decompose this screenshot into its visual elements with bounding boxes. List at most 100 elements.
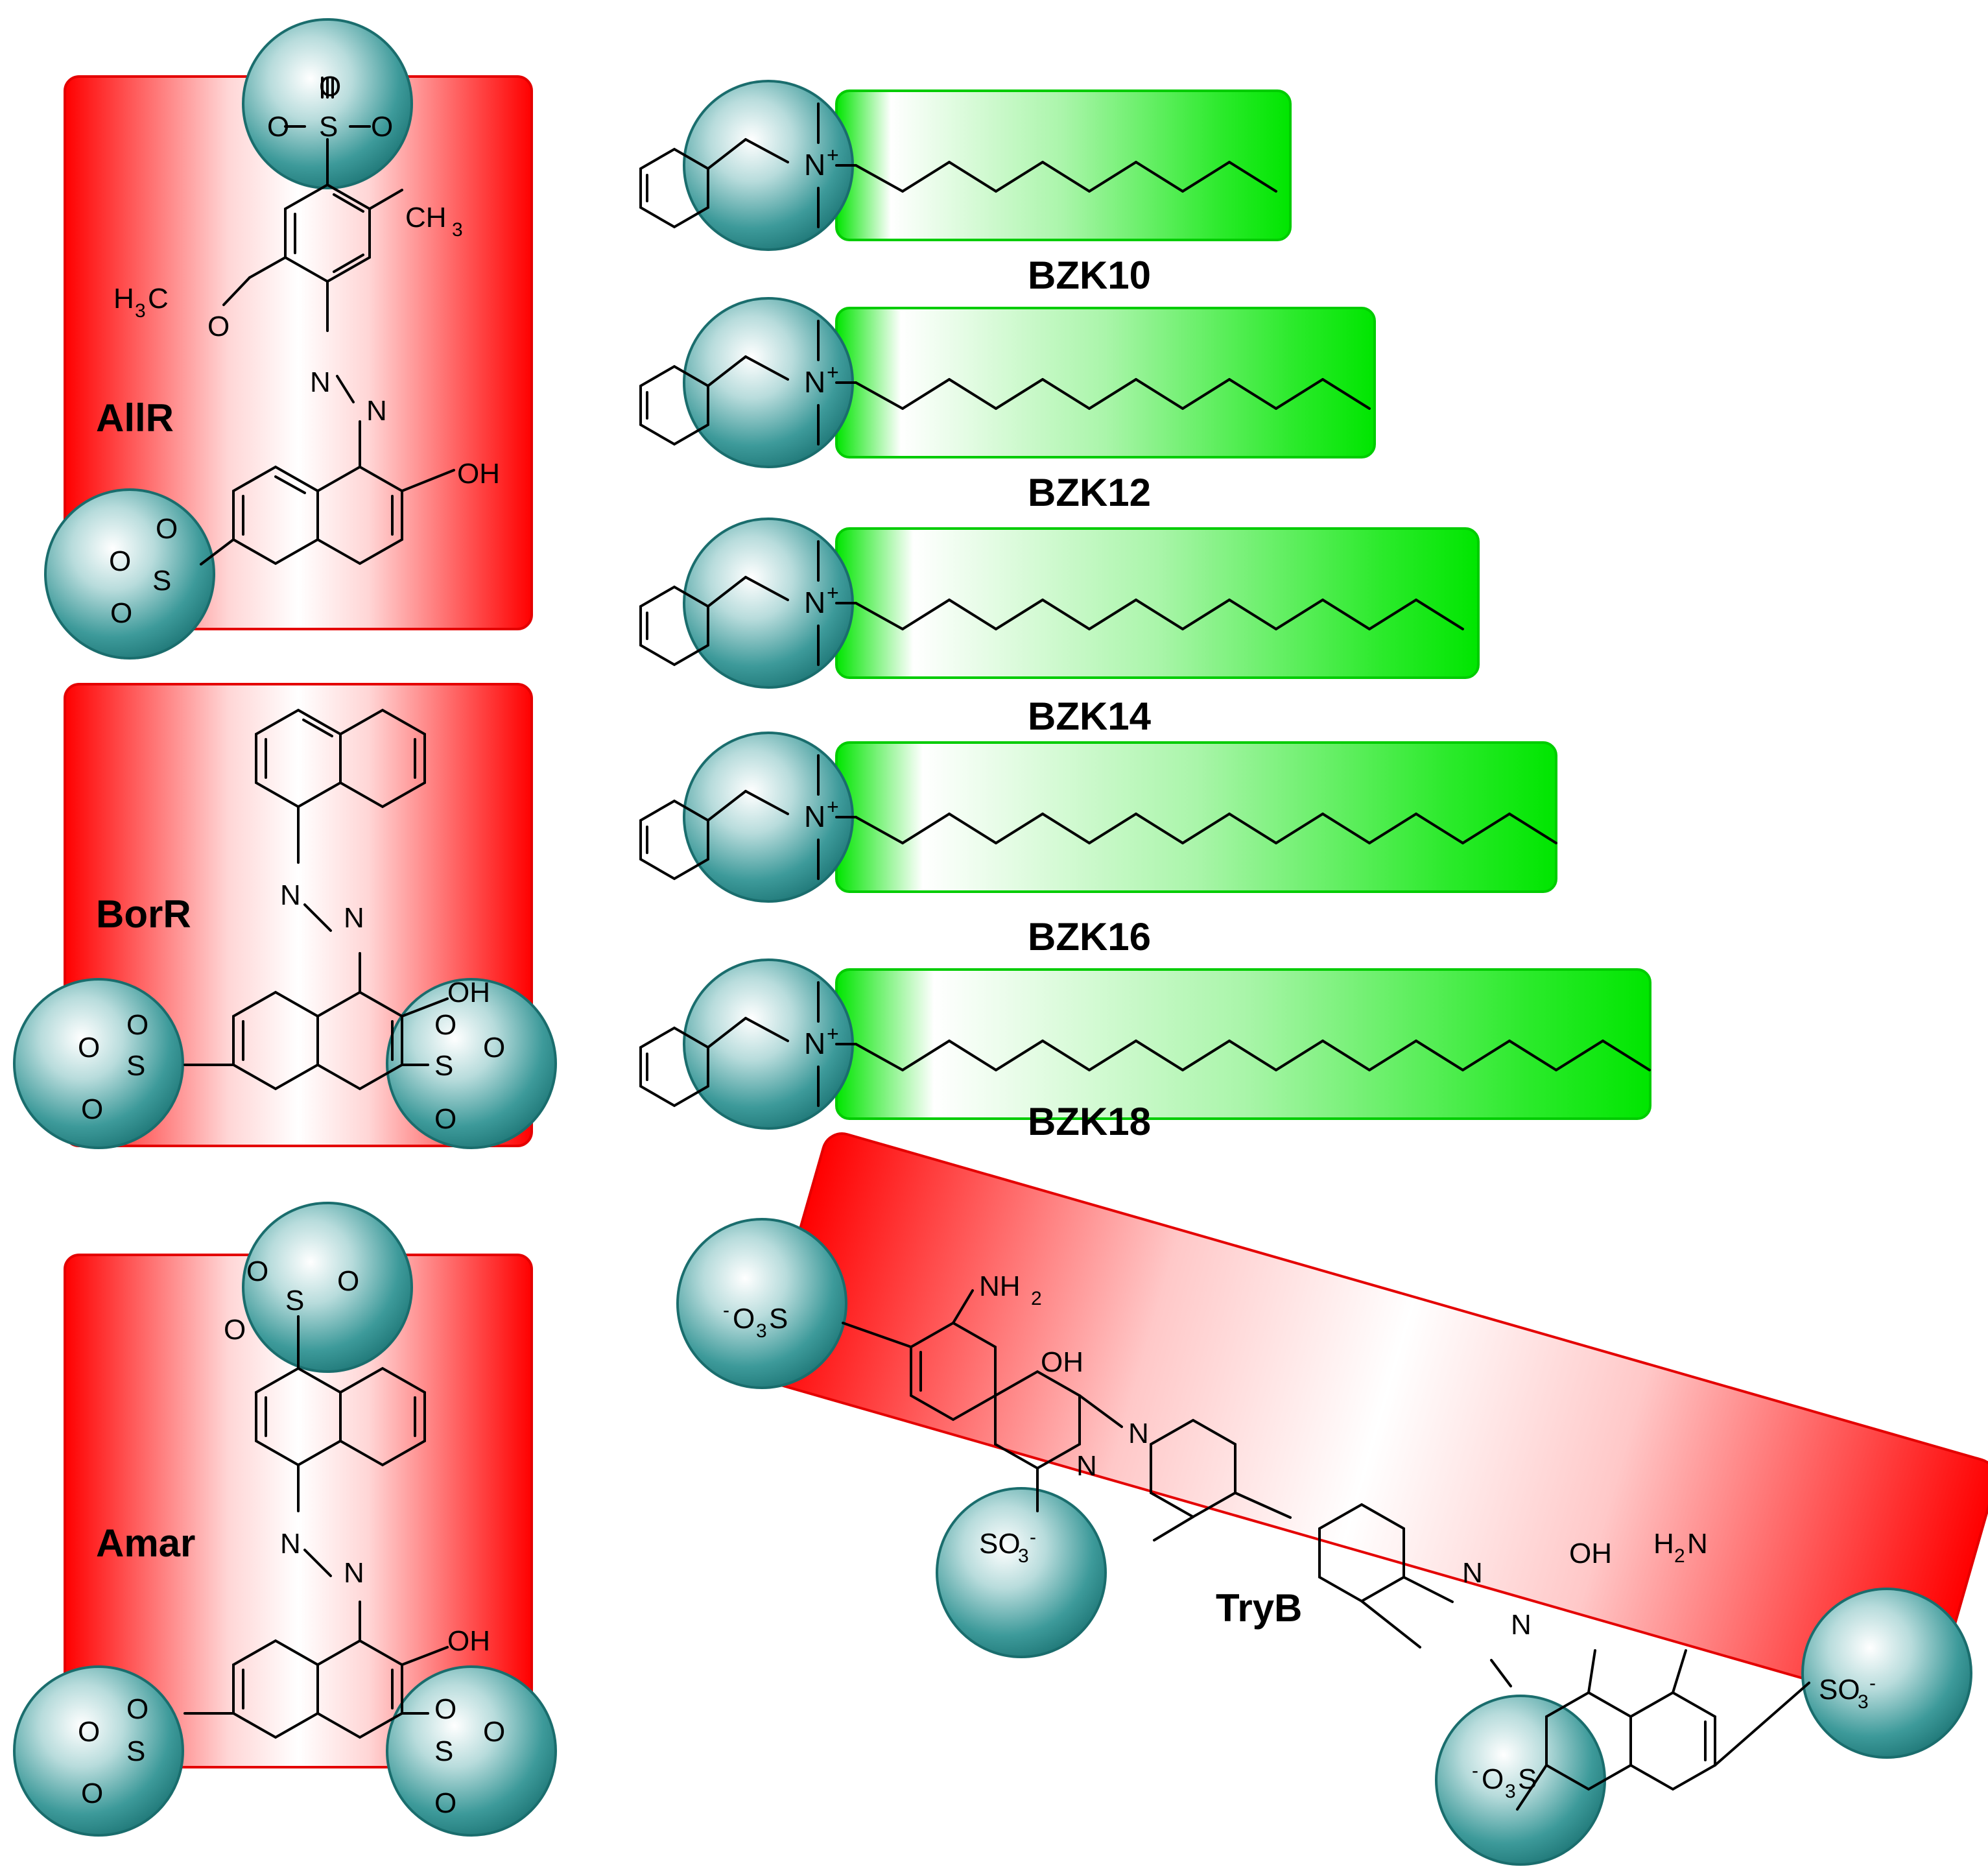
amar-o-right-2: O	[483, 1716, 505, 1748]
allr-sulfonate-sphere-top	[242, 18, 413, 189]
borr-o-right-1: O	[434, 1009, 456, 1041]
tryb-box	[760, 1132, 1988, 1711]
amar-s-right: S	[434, 1735, 453, 1767]
bzk14-nitrogen: N	[804, 586, 825, 619]
amar-s-top: S	[285, 1285, 304, 1316]
bzk10-molecule	[639, 102, 1277, 229]
borr-structure	[183, 708, 449, 1091]
head-spheres	[13, 18, 1972, 1866]
allr-o-left: O	[267, 111, 289, 143]
borr-sulfonate-sphere-left	[13, 978, 184, 1149]
tryb-o3s-s-2: S	[1518, 1763, 1537, 1795]
tryb-label: TryB	[1216, 1586, 1302, 1630]
allr-o-left-1: O	[109, 545, 131, 577]
bzk14-molecule	[639, 540, 1464, 667]
borr-o-left-1: O	[78, 1032, 100, 1064]
tryb-o3s-sub-2: 3	[1505, 1781, 1516, 1802]
tryb-sulfonate-sphere-1	[676, 1218, 847, 1389]
amar-azo-n2: N	[344, 1557, 364, 1589]
tryb-o3s-o-1: O	[733, 1303, 755, 1335]
allr-label: AllR	[96, 396, 174, 440]
amar-azo-n1: N	[280, 1528, 301, 1560]
bzk14-tail-box	[835, 527, 1480, 679]
borr-o-left-2: O	[126, 1009, 148, 1041]
tryb-sulfonate-sphere-4	[1801, 1588, 1972, 1759]
bzk18-charge: +	[827, 1022, 839, 1045]
bzk14-label: BZK14	[1028, 695, 1152, 738]
tryb-so3-1: SO	[979, 1528, 1021, 1560]
tryb-h2n-n: N	[1687, 1528, 1708, 1560]
tryb-nh2: NH	[979, 1270, 1021, 1302]
borr-o-right-3: O	[434, 1103, 456, 1135]
borr-o-left-3: O	[81, 1093, 103, 1125]
allr-methoxy-o: O	[207, 311, 230, 342]
allr-azo-n1: N	[310, 366, 331, 398]
borr-label: BorR	[96, 892, 191, 936]
tryb-o3s-sub-1: 3	[756, 1320, 767, 1342]
borr-o-right-2: O	[483, 1032, 505, 1064]
amar-sulfonate-sphere-right	[386, 1665, 557, 1837]
tryb-so3-sub-2: 3	[1858, 1691, 1869, 1713]
tryb-o3s-o-2: O	[1482, 1763, 1504, 1795]
amar-o-left-2: O	[126, 1693, 148, 1725]
atom-labels: S O O O CH 3 H 3 C O N N OH S O O O N N …	[78, 71, 1876, 1819]
allr-o-right: O	[371, 111, 393, 143]
bzk16-nitrogen: N	[804, 800, 825, 833]
tryb-azo-n4: N	[1511, 1609, 1532, 1641]
tryb-h2n-h: H	[1653, 1528, 1674, 1560]
amar-o-top-2: O	[337, 1265, 359, 1297]
amar-label: Amar	[96, 1521, 195, 1565]
borr-azo-n2: N	[344, 902, 364, 934]
tryb-oh-1: OH	[1041, 1346, 1083, 1378]
allr-s-top: S	[319, 111, 338, 143]
amar-sulfonate-sphere-left	[13, 1665, 184, 1837]
allr-o-top: O	[319, 71, 341, 102]
tryb-so3-minus-1: -	[1030, 1527, 1036, 1548]
amar-o-right-1: O	[434, 1693, 456, 1725]
allr-methoxy-c: C	[148, 283, 169, 315]
borr-azo-n1: N	[280, 879, 301, 911]
amar-structure	[183, 1315, 449, 1739]
bzk18-nitrogen: N	[804, 1027, 825, 1060]
amar-sulfonate-sphere-top	[242, 1202, 413, 1373]
amar-o-left-1: O	[78, 1716, 100, 1748]
bzk10-charge: +	[827, 143, 839, 167]
bzk12-charge: +	[827, 361, 839, 384]
tryb-structure	[842, 1289, 1810, 1811]
allr-structure	[200, 77, 455, 565]
bzk18-tail-box	[835, 968, 1651, 1120]
allr-s-left: S	[152, 565, 171, 597]
surfactant-labels: BZK10 BZK12 BZK14 BZK16 BZK18	[1028, 254, 1152, 1143]
amar-oh: OH	[447, 1625, 490, 1657]
bzk14-charge: +	[827, 581, 839, 604]
tryb-azo-n3: N	[1462, 1557, 1483, 1589]
amar-o-top-3: O	[224, 1314, 246, 1346]
tryb-nh2-sub: 2	[1031, 1288, 1042, 1309]
allr-o-left-2: O	[156, 513, 178, 545]
bzk16-charge: +	[827, 795, 839, 818]
bzk12-nitrogen: N	[804, 365, 825, 399]
tryb-azo-n1: N	[1128, 1418, 1149, 1449]
surfactant-molecules: N+N+N+N+N+	[639, 102, 1651, 1108]
tryb-o3s-s-1: S	[769, 1303, 788, 1335]
allr-methyl-sub: 3	[452, 219, 463, 241]
allr-methoxy-sub: 3	[135, 300, 146, 322]
allr-sulfonate-sphere-left	[44, 488, 215, 660]
allr-methyl: CH	[405, 202, 447, 233]
bzk12-tail-box	[835, 307, 1376, 458]
tryb-so3-2: SO	[1819, 1674, 1860, 1706]
tryb-o3s-minus-1: -	[723, 1300, 729, 1321]
amar-s-left: S	[126, 1735, 145, 1767]
tryb-o3s-minus-2: -	[1472, 1760, 1478, 1781]
amar-o-left-3: O	[81, 1778, 103, 1809]
borr-oh: OH	[447, 977, 490, 1008]
bzk10-nitrogen: N	[804, 148, 825, 182]
bzk16-label: BZK16	[1028, 915, 1151, 958]
tryb-so3-minus-2: -	[1869, 1673, 1876, 1694]
tryb-so3-sub-1: 3	[1018, 1545, 1029, 1567]
bzk18-label: BZK18	[1028, 1100, 1151, 1143]
borr-s-right: S	[434, 1050, 453, 1082]
bzk12-label: BZK12	[1028, 471, 1151, 514]
allr-o-left-3: O	[110, 597, 132, 629]
